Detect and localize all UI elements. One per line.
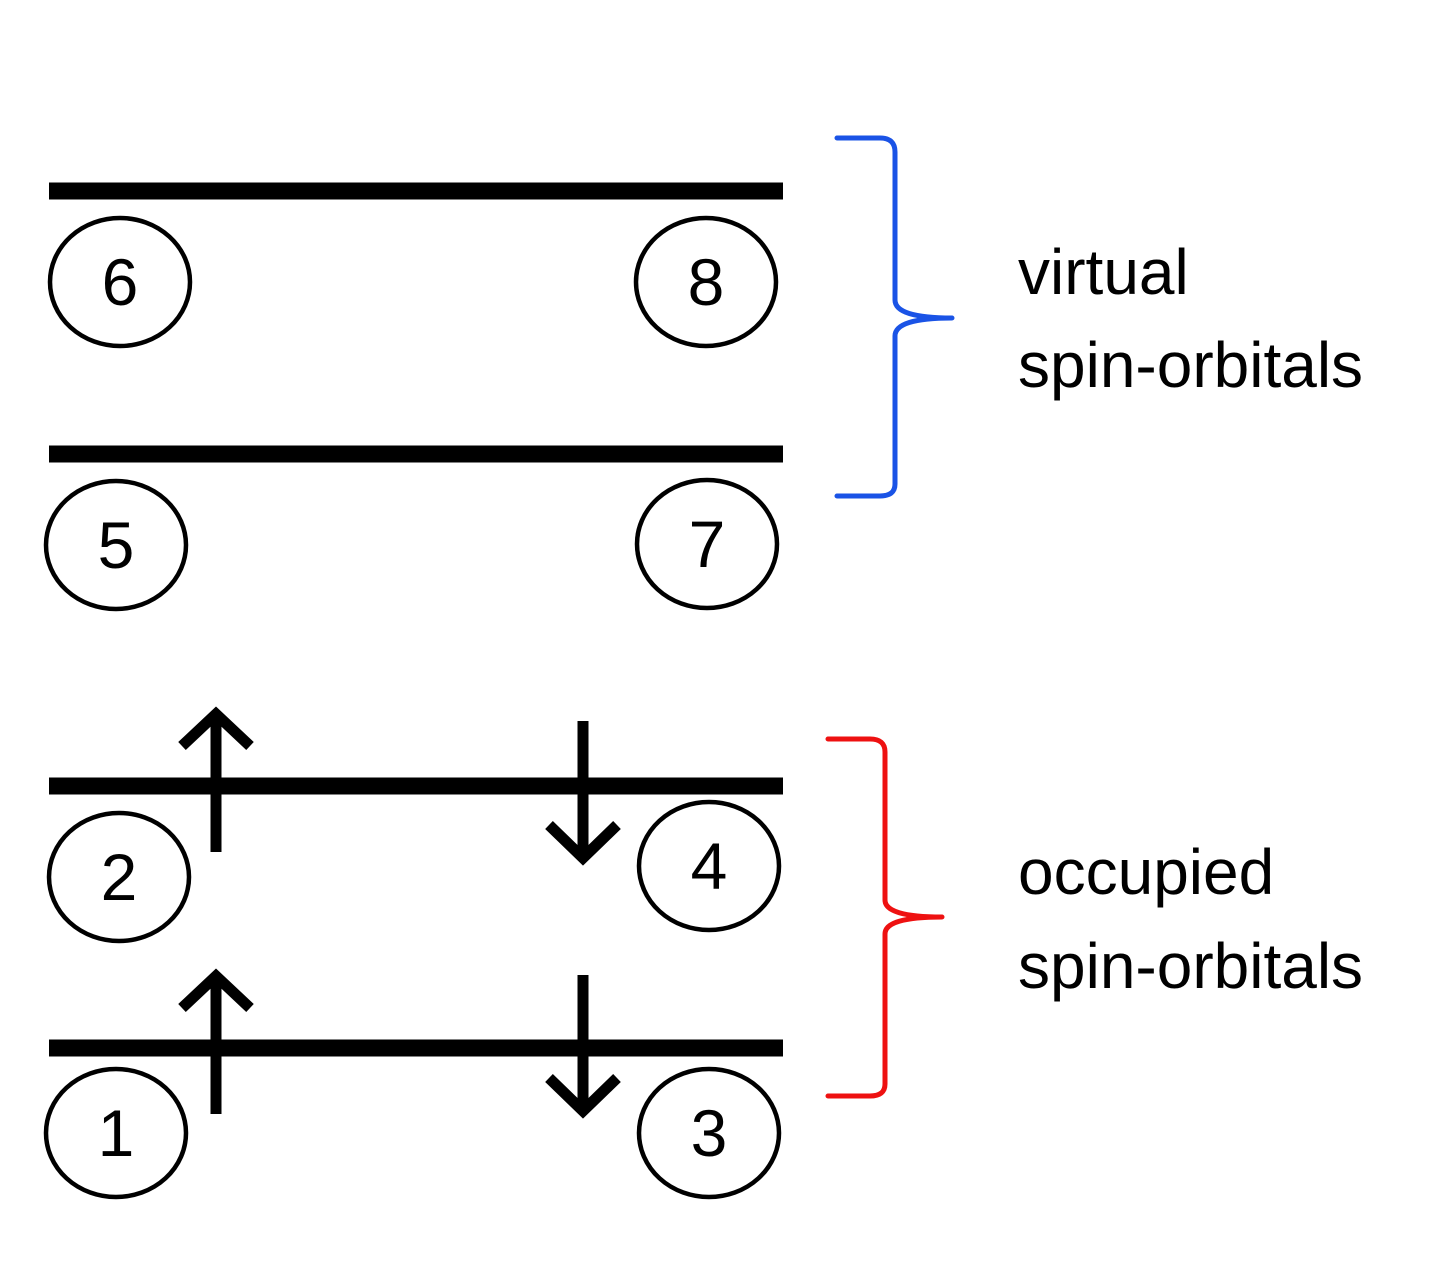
spin-down-arrow-4 <box>545 721 621 866</box>
orbital-number-6: 6 <box>102 245 139 319</box>
virtual-label-line2: spin-orbitals <box>1018 329 1363 401</box>
orbital-circle-8 <box>633 215 779 349</box>
virtual-brace <box>834 135 955 499</box>
orbital-circle-2 <box>46 810 192 944</box>
orbital-number-5: 5 <box>98 508 135 582</box>
virtual-label-line1: virtual <box>1018 236 1189 308</box>
spin-up-arrow-2 <box>178 706 254 852</box>
spin-up-arrow-1 <box>178 968 254 1114</box>
orbital-circle-1 <box>43 1066 189 1200</box>
orbital-number-7: 7 <box>689 507 726 581</box>
orbital-number-8: 8 <box>688 245 725 319</box>
occupied-brace <box>825 736 945 1099</box>
orbital-circle-5 <box>43 478 189 612</box>
orbital-circle-4 <box>636 799 782 933</box>
occupied-label-line2: spin-orbitals <box>1018 930 1363 1002</box>
orbital-number-2: 2 <box>101 840 138 914</box>
occupied-label: occupied spin-orbitals <box>1018 836 1363 1002</box>
virtual-label: virtual spin-orbitals <box>1018 236 1363 401</box>
orbital-number-4: 4 <box>691 829 728 903</box>
orbital-circle-7 <box>634 477 780 611</box>
orbital-circle-6 <box>47 215 193 349</box>
orbital-number-1: 1 <box>98 1096 135 1170</box>
orbital-circle-3 <box>636 1066 782 1200</box>
spin-down-arrow-3 <box>545 975 621 1119</box>
orbital-number-3: 3 <box>691 1096 728 1170</box>
occupied-label-line1: occupied <box>1018 836 1274 908</box>
